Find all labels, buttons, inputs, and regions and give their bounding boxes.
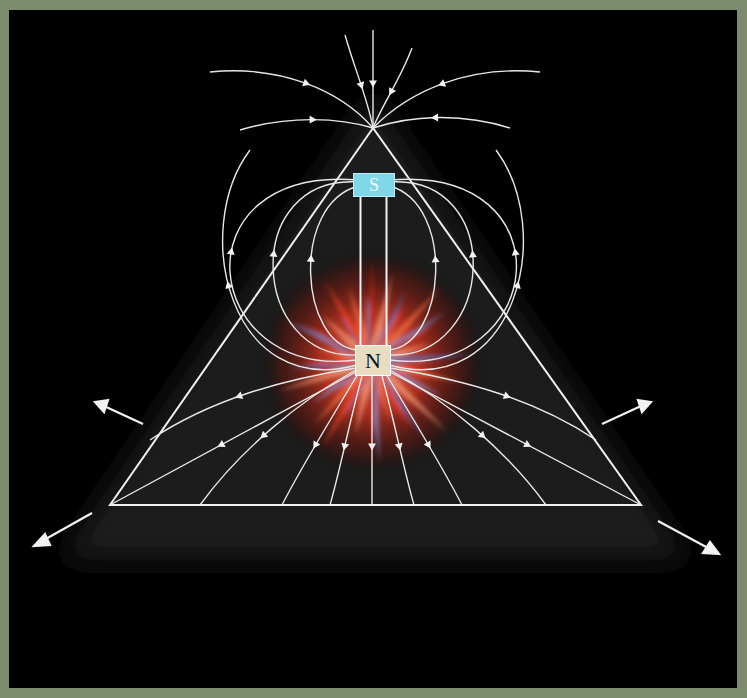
field-arrowhead [227, 247, 235, 255]
field-line [150, 368, 356, 440]
field-line [389, 186, 436, 350]
field-arrowhead [512, 248, 520, 256]
north-pole-box: N [355, 345, 391, 376]
expansion-arrows [34, 400, 719, 554]
field-arrowheads [218, 79, 532, 451]
field-line [223, 150, 357, 370]
field-line [200, 370, 356, 505]
magnet-body [361, 197, 387, 345]
field-arrowhead [368, 443, 376, 450]
field-line [210, 71, 373, 128]
field-arrowhead [307, 255, 315, 262]
field-line [282, 374, 358, 505]
field-line [390, 368, 596, 440]
field-line [240, 120, 373, 130]
field-arrowhead [432, 255, 440, 262]
field-arrowhead [218, 440, 226, 447]
field-arrowhead [424, 440, 431, 448]
field-line [273, 182, 358, 355]
field-arrowhead [469, 250, 477, 257]
field-line [389, 179, 516, 361]
triangle [110, 128, 641, 505]
field-arrowhead [260, 431, 268, 439]
field-line [386, 374, 462, 505]
field-line [372, 30, 373, 128]
field-line [389, 182, 473, 355]
field-arrowhead [313, 440, 320, 448]
field-line [230, 179, 358, 361]
pole-letter: S [369, 176, 379, 194]
field-line [373, 71, 540, 128]
field-line [371, 376, 372, 505]
field-line [390, 370, 546, 505]
pole-letter: N [365, 350, 381, 372]
field-line [382, 376, 414, 505]
field-arrowhead [235, 391, 243, 399]
field-arrowhead [431, 113, 438, 121]
field-arrowhead [269, 250, 277, 257]
field-arrowhead [513, 281, 521, 289]
field-line [311, 186, 358, 350]
field-arrowhead [389, 87, 396, 95]
south-pole-box: S [353, 173, 395, 197]
field-line [373, 48, 412, 128]
field-arrowhead [395, 443, 403, 451]
field-line [373, 117, 510, 128]
field-arrowhead [225, 281, 233, 289]
field-arrowhead [310, 116, 317, 124]
field-arrowhead [523, 440, 531, 447]
field-arrowhead [503, 391, 511, 399]
field-arrowhead [341, 443, 349, 451]
energy-spikes [279, 258, 471, 463]
field-arrowhead [357, 81, 365, 89]
field-arrowhead [302, 79, 310, 87]
field-arrowhead [369, 80, 377, 87]
shadow-triangle [60, 95, 690, 560]
field-lines [110, 30, 641, 505]
field-line [330, 376, 362, 505]
field-arrowhead [478, 431, 486, 439]
field-line [389, 150, 523, 370]
field-arrowhead [438, 79, 446, 87]
